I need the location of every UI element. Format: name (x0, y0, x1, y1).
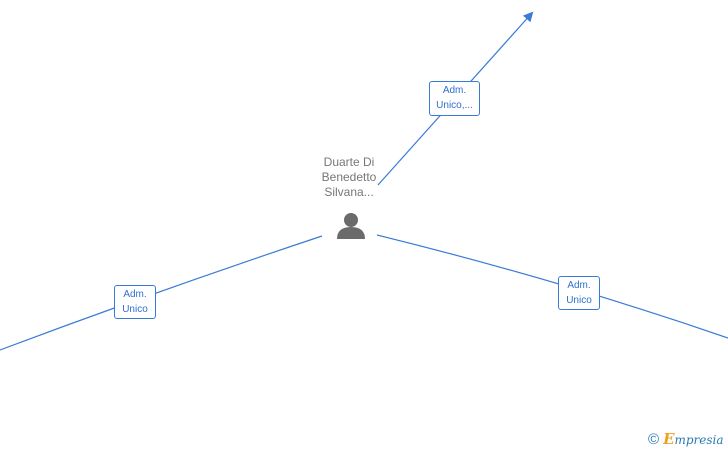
edge-label-line: Adm. (567, 280, 591, 291)
brand-initial: E (663, 430, 675, 448)
copyright-icon: © (648, 430, 660, 448)
edge-label-line: Adm. (123, 289, 147, 300)
edge-label-line: Unico,... (436, 100, 473, 111)
person-name[interactable]: Duarte Di Benedetto Silvana... (299, 155, 399, 200)
edge-label-line: Unico (566, 295, 592, 306)
copyright-footer: © Empresia (648, 429, 724, 449)
person-name-line: Benedetto (321, 170, 377, 184)
edge-label-right[interactable]: Adm. Unico (558, 276, 600, 310)
brand-logo[interactable]: Empresia (663, 430, 724, 448)
edge-label-line: Adm. (442, 85, 467, 96)
edge-line-right[interactable] (376, 234, 728, 339)
edge-label-line: Unico (122, 304, 148, 315)
edge-label-top[interactable]: Adm. Unico,... (429, 81, 480, 116)
edge-label-left[interactable]: Adm. Unico (114, 285, 156, 319)
person-icon[interactable] (337, 213, 365, 239)
person-name-line: Silvana... (324, 185, 374, 199)
person-name-line: Duarte Di (323, 155, 375, 169)
edge-line-left[interactable] (0, 235, 323, 351)
brand-name: mpresia (674, 433, 724, 447)
